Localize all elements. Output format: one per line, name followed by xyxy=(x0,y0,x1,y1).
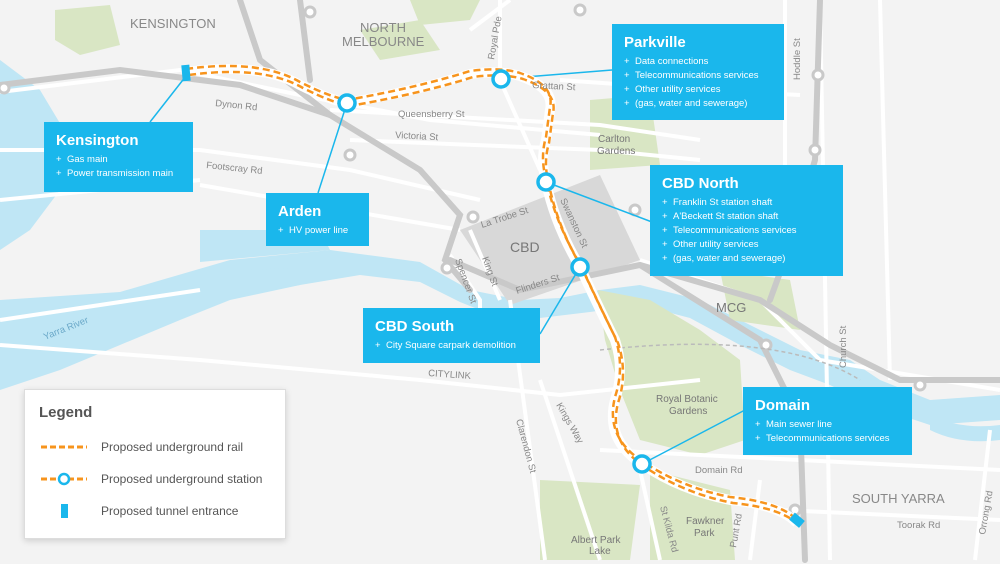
tunnel-entrance-east xyxy=(789,512,805,528)
label-cbd: CBD xyxy=(510,239,540,255)
callout-arden: Arden HV power line xyxy=(266,193,369,246)
callout-parkville-item: Data connections xyxy=(624,55,772,69)
legend-station-symbol xyxy=(41,472,87,486)
legend-station-label: Proposed underground station xyxy=(101,472,263,486)
callout-domain: Domain Main sewer line Telecommunication… xyxy=(743,387,912,455)
legend-row-tunnel: Proposed tunnel entrance xyxy=(39,495,271,527)
callout-cbd-north-title: CBD North xyxy=(662,175,739,192)
label-mcg: MCG xyxy=(716,300,746,315)
street-grattan: Grattan St xyxy=(532,80,576,93)
station-cbd-south xyxy=(570,257,590,277)
callout-kensington: Kensington Gas main Power transmission m… xyxy=(44,122,193,192)
callout-cbd-south-item: City Square carpark demolition xyxy=(375,339,528,353)
proposed-stations xyxy=(337,69,652,474)
label-kensington: KENSINGTON xyxy=(130,16,216,31)
station-parkville xyxy=(491,69,511,89)
label-fawkner-1: Fawkner xyxy=(686,516,725,527)
callout-cbd-north-item-cont: (gas, water and sewerage) xyxy=(662,252,831,266)
label-botanic-2: Gardens xyxy=(669,406,707,417)
label-carlton-2: Gardens xyxy=(597,146,635,157)
rail-stations xyxy=(0,3,927,517)
callout-arden-item: HV power line xyxy=(278,224,357,238)
station-cbd-north xyxy=(536,172,556,192)
street-toorak: Toorak Rd xyxy=(897,520,940,531)
callout-parkville-item: Telecommunications services xyxy=(624,69,772,83)
street-victoria: Victoria St xyxy=(395,130,439,143)
label-carlton-1: Carlton xyxy=(598,134,630,145)
callout-cbd-north-item: Other utility services xyxy=(662,238,831,252)
legend-row-station: Proposed underground station xyxy=(39,463,271,495)
street-hoddle: Hoddle St xyxy=(792,38,803,80)
callout-cbd-north-item: Franklin St station shaft xyxy=(662,196,831,210)
callout-kensington-item: Gas main xyxy=(56,153,181,167)
citylink-dashed xyxy=(599,343,861,381)
callout-cbd-north-item: Telecommunications services xyxy=(662,224,831,238)
callout-parkville-item-cont: (gas, water and sewerage) xyxy=(624,97,772,111)
label-albert-1: Albert Park xyxy=(571,535,621,546)
legend-row-rail: Proposed underground rail xyxy=(39,431,271,463)
label-north-melbourne-2: MELBOURNE xyxy=(342,34,425,49)
callout-cbd-south: CBD South City Square carpark demolition xyxy=(363,308,540,363)
label-south-yarra: SOUTH YARRA xyxy=(852,491,945,506)
label-albert-2: Lake xyxy=(589,546,611,557)
callout-domain-title: Domain xyxy=(755,397,811,414)
callout-domain-item: Main sewer line xyxy=(755,418,900,432)
street-dynon: Dynon Rd xyxy=(215,98,258,113)
label-fawkner-2: Park xyxy=(694,528,716,539)
legend-title: Legend xyxy=(39,404,93,421)
callout-domain-item: Telecommunications services xyxy=(755,432,900,446)
callout-kensington-item: Power transmission main xyxy=(56,167,181,181)
callout-cbd-south-title: CBD South xyxy=(375,318,455,335)
tunnel-entrance-west xyxy=(181,64,191,82)
callout-parkville-title: Parkville xyxy=(624,34,686,51)
label-botanic-1: Royal Botanic xyxy=(656,394,718,405)
callout-cbd-north-item: A'Beckett St station shaft xyxy=(662,210,831,224)
street-queensberry: Queensberry St xyxy=(398,109,465,120)
callout-parkville-item: Other utility services xyxy=(624,83,772,97)
legend: Legend Proposed underground rail Propose… xyxy=(24,389,286,539)
station-domain xyxy=(632,454,652,474)
callout-arden-title: Arden xyxy=(278,203,322,220)
legend-tunnel-symbol xyxy=(61,504,68,518)
callout-kensington-title: Kensington xyxy=(56,132,139,149)
callout-parkville: Parkville Data connections Telecommunica… xyxy=(612,24,784,120)
legend-rail-label: Proposed underground rail xyxy=(101,440,244,454)
legend-tunnel-label: Proposed tunnel entrance xyxy=(101,504,239,518)
legend-rail-symbol xyxy=(41,445,87,449)
callout-cbd-north: CBD North Franklin St station shaft A'Be… xyxy=(650,165,843,276)
street-church: Church St xyxy=(838,325,849,368)
label-north-melbourne-1: NORTH xyxy=(360,20,406,35)
station-arden xyxy=(337,93,357,113)
street-citylink: CITYLINK xyxy=(428,368,472,382)
street-domain-rd: Domain Rd xyxy=(695,465,743,476)
